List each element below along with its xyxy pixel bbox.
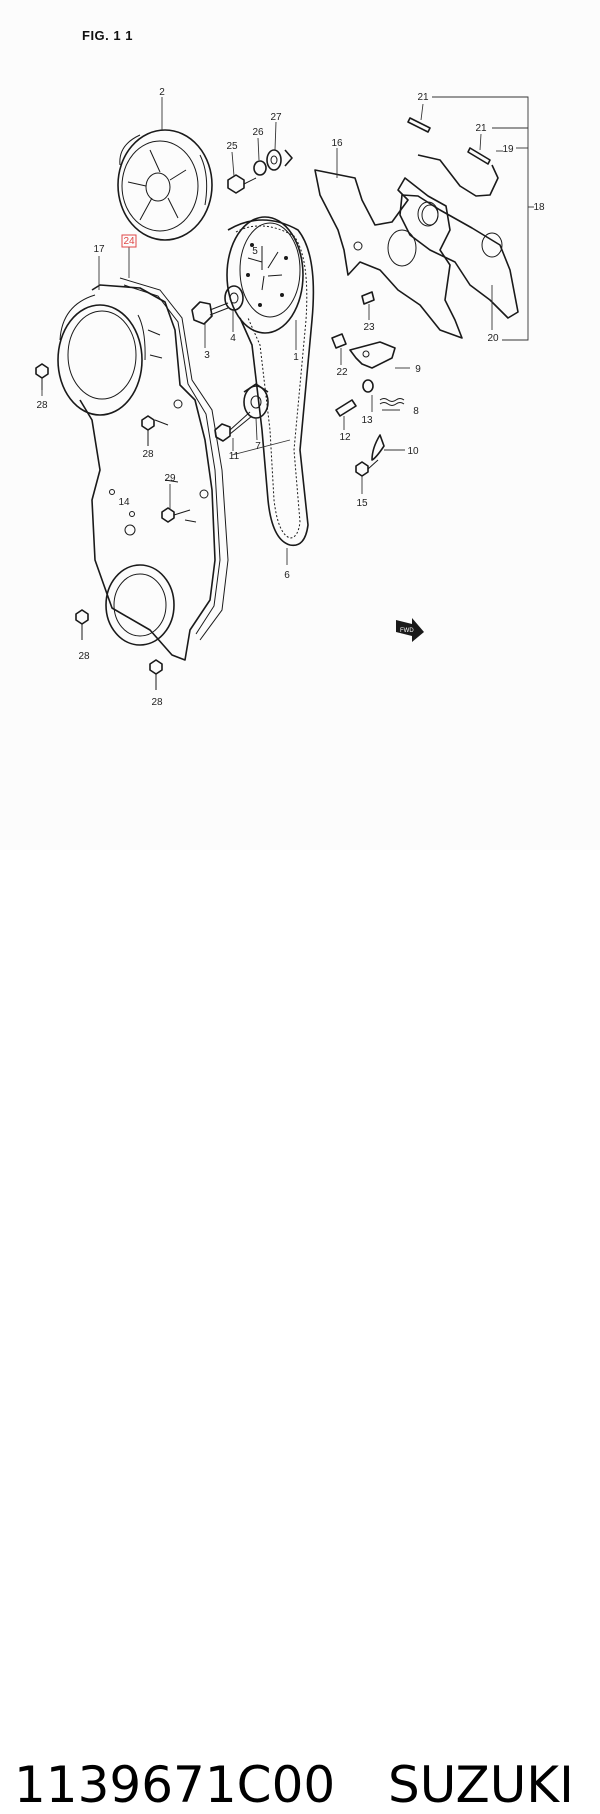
- crank-pulley-bolt: [191, 301, 229, 325]
- forward-direction-marker: FWD: [396, 618, 424, 642]
- callout-29: 29: [164, 473, 176, 484]
- callout-28b: 28: [142, 449, 154, 460]
- sprocket-bolt: [227, 174, 257, 194]
- callout-18: 18: [533, 202, 545, 213]
- callout-25: 25: [226, 141, 238, 152]
- callout-16: 16: [331, 138, 343, 149]
- exploded-parts-diagram: FWD 227262516212119182417534123202822981…: [35, 87, 545, 708]
- callout-6: 6: [284, 570, 290, 581]
- plug-22: [331, 333, 347, 349]
- crankshaft-timing-pulley: [226, 216, 304, 334]
- inner-cover-gasket: [399, 154, 519, 319]
- crank-pulley-washer: [224, 285, 244, 311]
- belt-tensioner-pulley: [243, 383, 269, 419]
- callout-19: 19: [502, 144, 514, 155]
- callout-28a: 28: [36, 400, 48, 411]
- timing-belt: [227, 219, 315, 547]
- callout-21b: 21: [475, 123, 487, 134]
- brand-name: SUZUKI: [388, 1756, 574, 1814]
- callout-28d: 28: [151, 697, 163, 708]
- callout-11: 11: [229, 451, 240, 462]
- assembly-bracket: [432, 96, 534, 341]
- timing-belt-inner-cover: [314, 169, 463, 339]
- cover-bolt: [75, 609, 89, 640]
- footer: 1139671C00 SUZUKI: [0, 850, 600, 1810]
- highlighted-callout-box: [121, 234, 137, 248]
- callout-22: 22: [336, 367, 348, 378]
- timing-belt-outer-cover: [57, 284, 216, 661]
- callout-21a: 21: [417, 92, 429, 103]
- callout-17: 17: [93, 244, 105, 255]
- callout-2: 2: [159, 87, 165, 98]
- callout-20: 20: [487, 333, 499, 344]
- plug-23: [361, 291, 375, 305]
- callout-labels: 2 27 26 25 16 21 21 19 18 24 17 5 3 4 1 23 20 28 22 9 8 13 12 7…: [36, 87, 545, 708]
- fwd-label: FWD: [400, 628, 414, 634]
- callout-4: 4: [230, 333, 236, 344]
- tensioner-stud: [335, 399, 357, 417]
- callout-10: 10: [407, 446, 419, 457]
- callout-24: 24: [123, 236, 135, 247]
- tensioner-plate: [349, 341, 396, 369]
- callout-27: 27: [270, 112, 282, 123]
- part-number: 1139671C00: [14, 1756, 336, 1814]
- dowel-pin: [407, 117, 491, 165]
- callout-14: 14: [118, 497, 130, 508]
- sprocket-washer: [253, 149, 293, 176]
- stud-bolt: [355, 459, 379, 477]
- outer-cover-gasket: [119, 277, 229, 641]
- cover-bolt: [149, 659, 163, 690]
- callout-3: 3: [204, 350, 210, 361]
- camshaft-sprocket: [117, 129, 213, 241]
- diagram-area: FIG. 1 1: [0, 0, 600, 850]
- callout-28c: 28: [78, 651, 90, 662]
- callout-9: 9: [415, 364, 421, 375]
- tensioner-bolt: [214, 411, 253, 442]
- grommet: [109, 489, 135, 517]
- callout-15: 15: [356, 498, 368, 509]
- cover-bolt: [35, 363, 49, 390]
- callout-23: 23: [363, 322, 375, 333]
- cover-bolt: [161, 507, 191, 523]
- callout-8: 8: [413, 406, 419, 417]
- figure-title: FIG. 1 1: [82, 28, 133, 43]
- callout-26: 26: [252, 127, 264, 138]
- callout-5: 5: [252, 246, 258, 257]
- tensioner-spring: [362, 379, 405, 406]
- callout-1: 1: [293, 352, 299, 363]
- tensioner-spring-clip: [371, 434, 385, 461]
- callout-12: 12: [339, 432, 351, 443]
- callout-13: 13: [361, 415, 373, 426]
- cover-bolt: [141, 415, 155, 446]
- callout-7: 7: [255, 441, 261, 452]
